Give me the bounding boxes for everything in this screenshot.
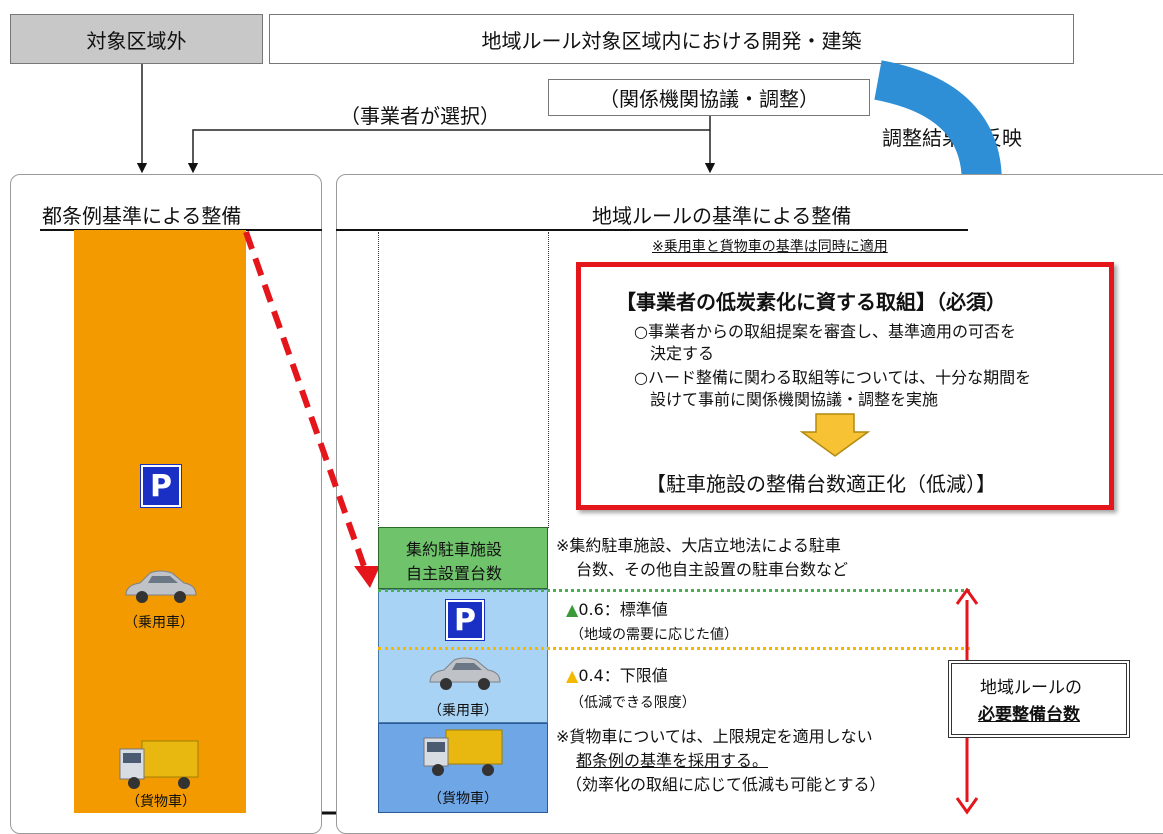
required-label-line2: 必要整備台数 [978,705,1080,725]
right-panel-title: 地域ルールの基準による整備 [592,204,852,228]
freight-note-line3: （効率化の取組に応じて低減も可能とする） [566,775,886,794]
right-title-line [336,229,968,231]
right-truck-icon [423,729,503,776]
requirement-bullet2-line2: 設けて事前に関係機関協議・調整を実施 [650,390,939,409]
required-count-box [948,660,1130,738]
left-passenger-label: （乗用車） [124,615,194,631]
inside-area-box: 地域ルール対象区域内における開発・建築 [269,14,1074,64]
required-label-line1: 地域ルールの [980,678,1082,698]
green-note-line2: 台数、その他自主設置の駐車台数など [576,560,849,579]
left-parking-column [74,230,246,813]
requirement-heading: 【事業者の低炭素化に資する取組】（必須） [616,290,1006,314]
green-triangle-icon: ▲ [566,600,579,619]
right-freight-label: （貨物車） [428,791,498,807]
right-parking-badge: P [446,600,484,640]
requirement-bullet2-line1: ○ハード整備に関わる取組等については、十分な期間を [634,368,1032,387]
green-note-line1: ※集約駐車施設、大店立地法による駐車 [556,536,841,555]
requirement-bullet1-line1: ○事業者からの取組提案を審査し、基準適用の可否を [634,322,1016,341]
reflect-result-label: 調整結果を反映 [882,126,1022,150]
yellow-down-arrow [800,413,870,457]
left-panel-title: 都条例基準による整備 [42,204,242,228]
outside-area-box: 対象区域外 [10,14,263,64]
standard-note: （地域の需要に応じた値） [570,627,738,643]
lower-value-label: ▲0.4：下限値 [566,666,668,685]
dotted-guide-left [378,232,379,528]
green-box-line2: 自主設置台数 [406,564,503,583]
operator-choice-label: （事業者が選択） [340,104,500,128]
left-car-icon [125,570,197,603]
consultation-box: （関係機関協議・調整） [548,79,870,116]
standard-value-dotted-line [378,589,970,592]
dotted-guide-right [548,232,549,528]
green-box-line1: 集約駐車施設 [406,540,503,559]
simultaneous-note: ※乗用車と貨物車の基準は同時に適用 [652,239,888,255]
lower-note: （低減できる限度） [570,695,696,711]
requirement-box [576,262,1114,510]
freight-note-line2: 都条例の基準を採用する。 [576,751,769,770]
freight-note-line1: ※貨物車については、上限規定を適用しない [556,727,873,746]
left-truck-icon [119,740,199,789]
requirement-result: 【駐車施設の整備台数適正化（低減）】 [646,472,996,496]
lower-value-dotted-line [378,647,970,650]
standard-value-label: ▲0.6：標準値 [566,600,668,619]
right-passenger-label: （乗用車） [428,703,498,719]
left-parking-badge: P [141,465,181,507]
yellow-triangle-icon: ▲ [566,666,579,685]
green-self-parking-box [378,527,548,589]
right-car-icon [429,657,501,690]
requirement-bullet1-line2: 決定する [650,344,715,363]
left-freight-label: （貨物車） [126,794,196,810]
